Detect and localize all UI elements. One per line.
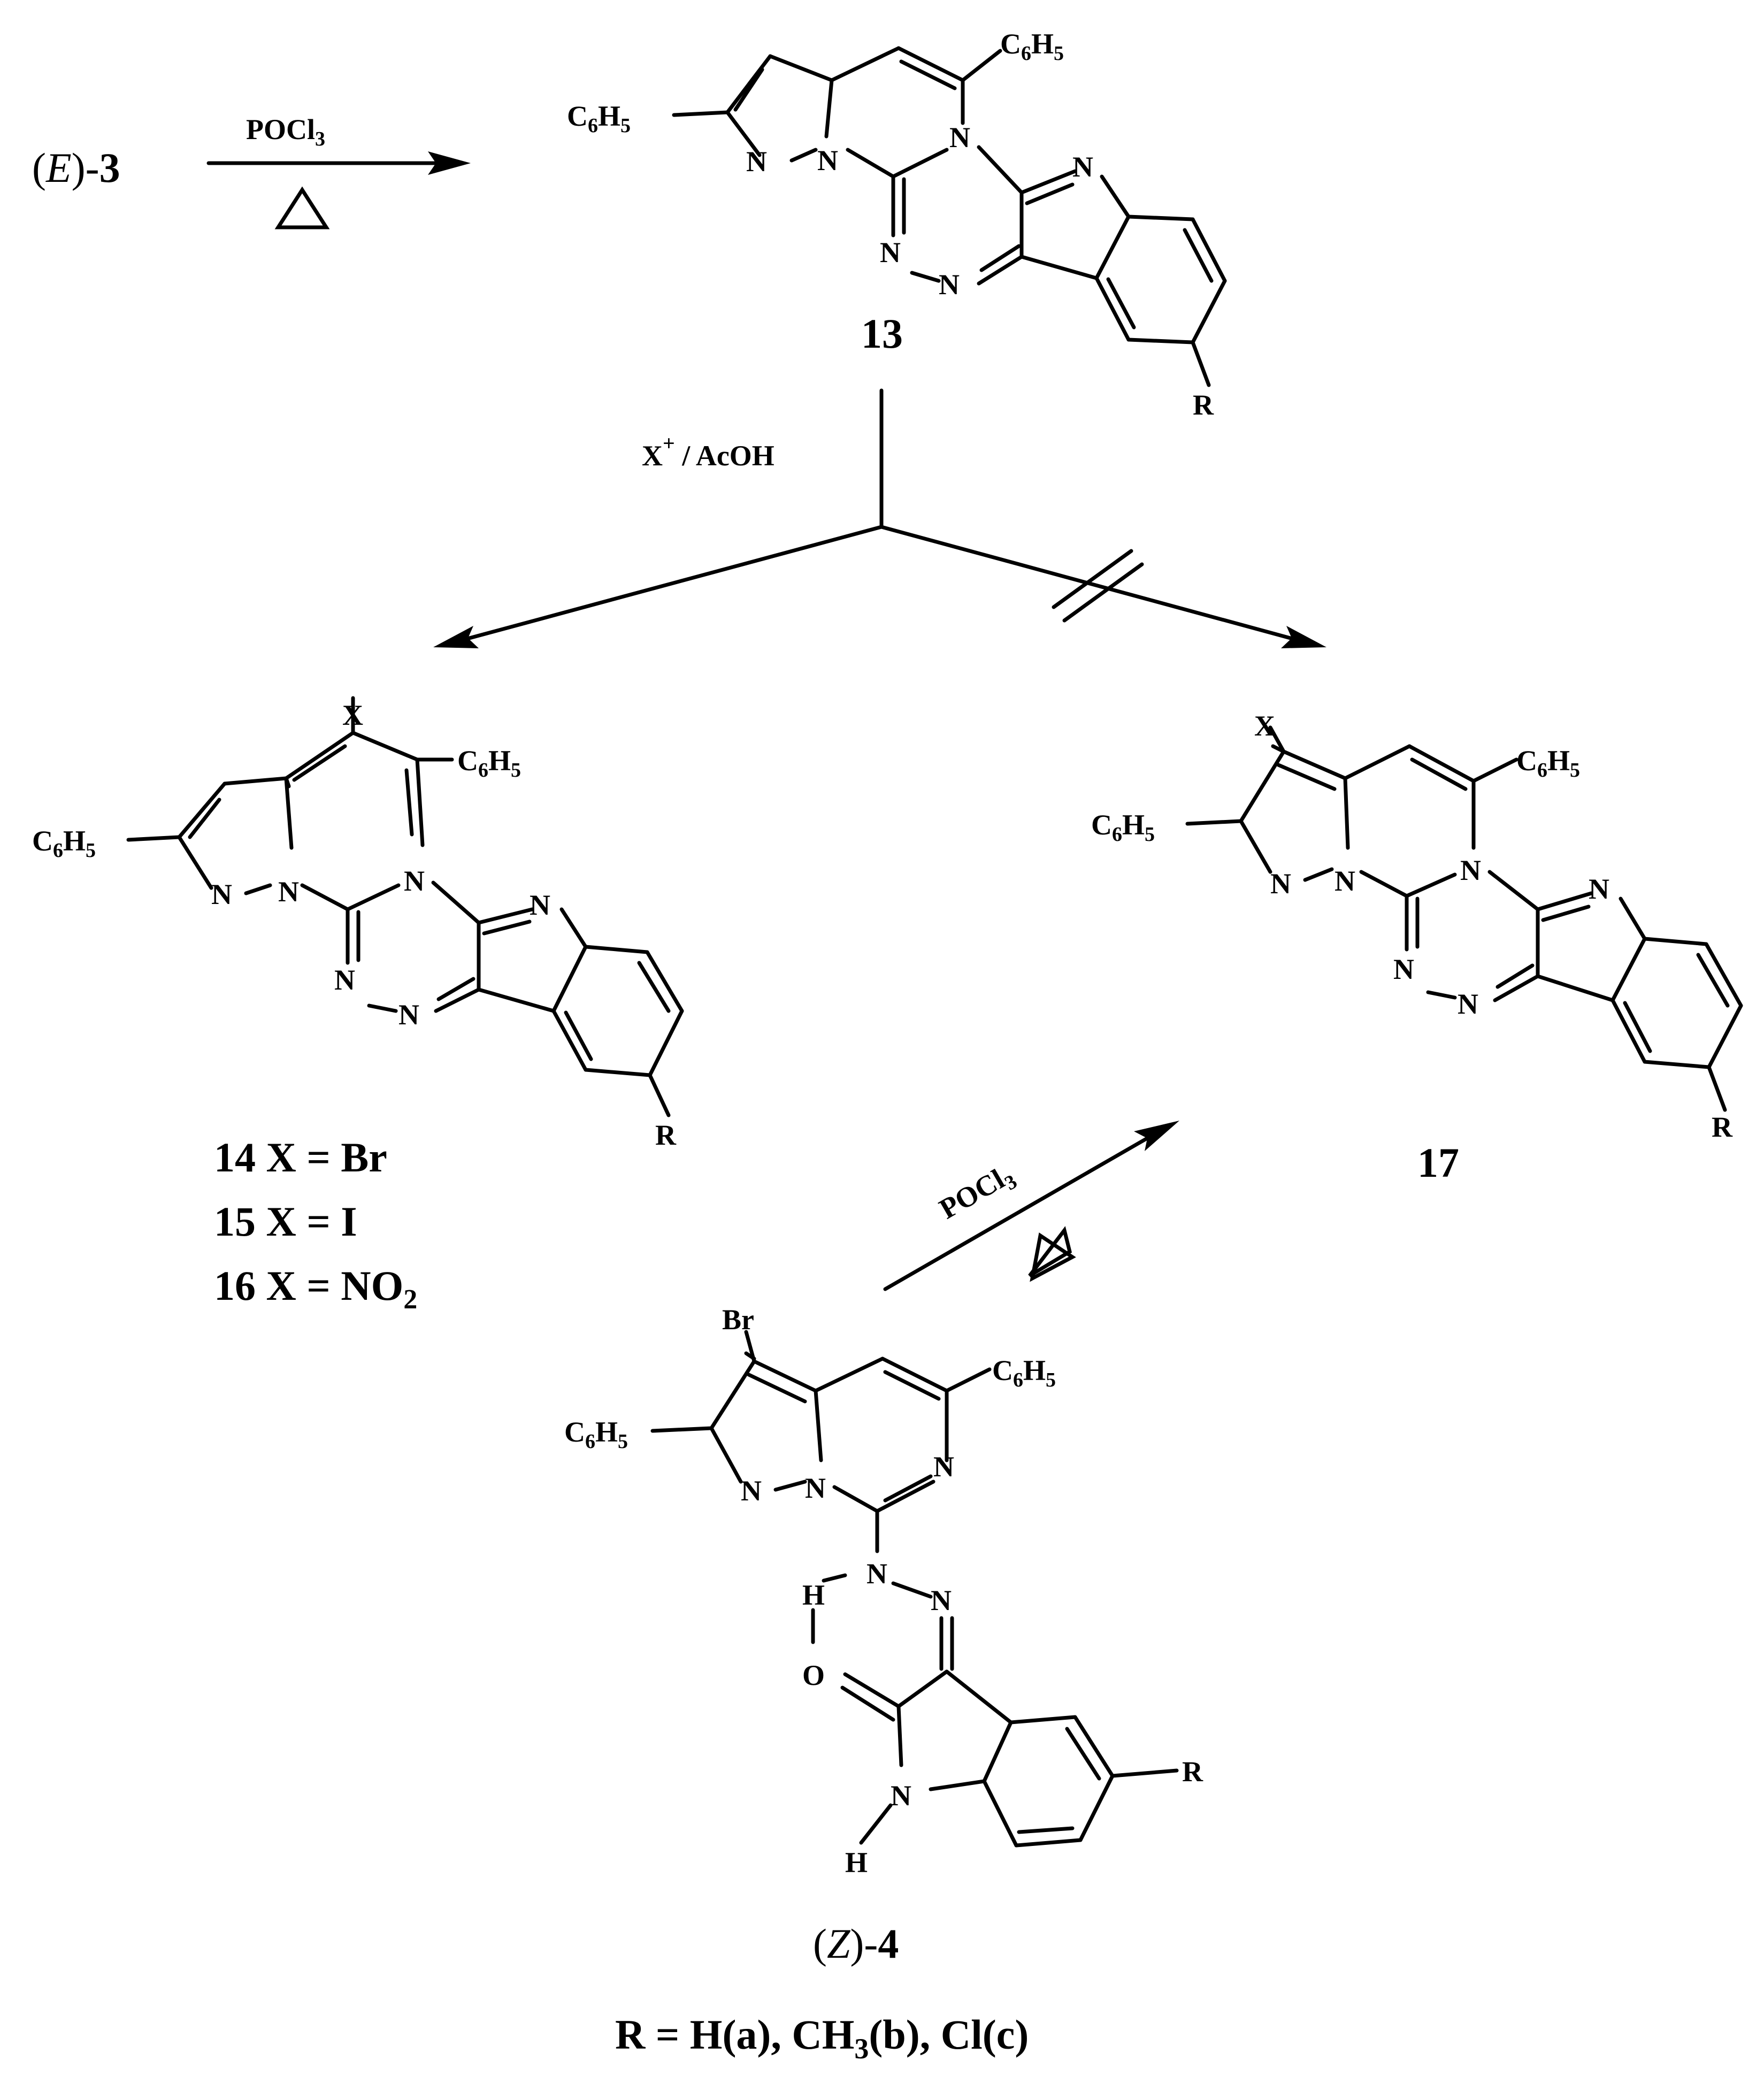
- svg-text:X: X: [342, 699, 363, 731]
- svg-text:X+ / AcOH: X+ / AcOH: [642, 431, 774, 472]
- heat-triangle-top: [274, 186, 330, 229]
- svg-text:N: N: [398, 999, 419, 1031]
- svg-text:N: N: [891, 1780, 911, 1812]
- svg-text:POCl3: POCl3: [246, 113, 325, 150]
- svg-text:H: H: [802, 1579, 825, 1611]
- svg-text:N: N: [949, 121, 970, 154]
- svg-text:R = H(a), CH3(b), Cl(c): R = H(a), CH3(b), Cl(c): [615, 2011, 1029, 2065]
- svg-text:N: N: [866, 1558, 887, 1590]
- svg-text:C6H5: C6H5: [32, 825, 96, 862]
- svg-text:R: R: [1182, 1756, 1203, 1788]
- svg-text:C6H5: C6H5: [457, 745, 521, 781]
- structure-z4: [650, 1330, 1179, 1848]
- compound-label-13: 13: [861, 310, 903, 357]
- structure-14-16: [126, 696, 684, 1117]
- svg-text:N: N: [1393, 953, 1414, 985]
- svg-text:O: O: [802, 1659, 825, 1691]
- svg-text:C6H5: C6H5: [1000, 28, 1064, 65]
- svg-text:N: N: [211, 878, 232, 910]
- svg-text:N: N: [746, 145, 767, 178]
- svg-text:16 X = NO2: 16 X = NO2: [214, 1262, 417, 1315]
- svg-text:X: X: [1254, 710, 1275, 742]
- svg-text:N: N: [805, 1472, 826, 1504]
- svg-text:C6H5: C6H5: [1091, 809, 1155, 846]
- svg-text:N: N: [933, 1451, 954, 1483]
- svg-text:C6H5: C6H5: [1516, 745, 1580, 781]
- svg-text:R: R: [1193, 389, 1214, 421]
- compound-list-14-16: 14 X = Br 15 X = I 16 X = NO2: [214, 1134, 417, 1315]
- svg-text:N: N: [1589, 873, 1609, 905]
- compound-label-17: 17: [1417, 1139, 1459, 1186]
- svg-text:N: N: [931, 1584, 952, 1616]
- reagent-halogen: X+ / AcOH: [642, 431, 774, 472]
- reagent-poccl3-top: POCl3: [246, 113, 325, 150]
- svg-text:N: N: [817, 144, 838, 177]
- svg-text:N: N: [404, 865, 425, 897]
- svg-text:C6H5: C6H5: [564, 1416, 628, 1453]
- svg-text:R: R: [655, 1119, 677, 1151]
- svg-text:C6H5: C6H5: [992, 1354, 1056, 1391]
- footer-r-groups: R = H(a), CH3(b), Cl(c): [615, 2011, 1029, 2065]
- svg-text:(Z)-4: (Z)-4: [813, 1920, 899, 1967]
- structure-17: [1185, 725, 1743, 1112]
- start-compound-label: (E)-3: [32, 144, 120, 191]
- structure-13: [672, 46, 1227, 387]
- svg-text:H: H: [845, 1846, 868, 1879]
- structure-z4-atoms: Br N N N N N H O N H R C6H5 C6H5: [564, 1304, 1203, 1879]
- svg-text:N: N: [939, 269, 960, 301]
- compound-label-z4: (Z)-4: [813, 1920, 899, 1967]
- branch-arrows: [433, 388, 1326, 648]
- svg-text:N: N: [278, 876, 299, 908]
- structure-14-16-atoms: X N N N N N N R C6H5 C6H5: [32, 699, 677, 1151]
- svg-text:N: N: [1458, 988, 1478, 1020]
- svg-text:N: N: [1460, 854, 1481, 886]
- svg-text:N: N: [741, 1475, 762, 1507]
- reaction-arrow-top: [206, 151, 471, 175]
- svg-text:14 X = Br: 14 X = Br: [214, 1134, 387, 1181]
- svg-text:N: N: [530, 889, 550, 921]
- heat-triangle-bottom: [1028, 1226, 1076, 1282]
- svg-text:Br: Br: [722, 1304, 754, 1336]
- svg-text:C6H5: C6H5: [567, 100, 631, 137]
- reaction-arrow-bottom: [883, 1121, 1179, 1291]
- svg-text:N: N: [1270, 868, 1291, 900]
- svg-text:N: N: [1334, 865, 1355, 897]
- svg-text:15 X = I: 15 X = I: [214, 1198, 357, 1245]
- svg-text:R: R: [1712, 1111, 1733, 1143]
- svg-text:N: N: [1072, 151, 1093, 183]
- structure-13-atoms: N N N N N N R C6H5 C6H5: [567, 28, 1214, 421]
- svg-text:N: N: [334, 964, 355, 996]
- svg-text:(E)-3: (E)-3: [32, 144, 120, 191]
- svg-text:N: N: [880, 236, 901, 269]
- structure-17-atoms: X N N N N N N R C6H5 C6H5: [1091, 710, 1733, 1143]
